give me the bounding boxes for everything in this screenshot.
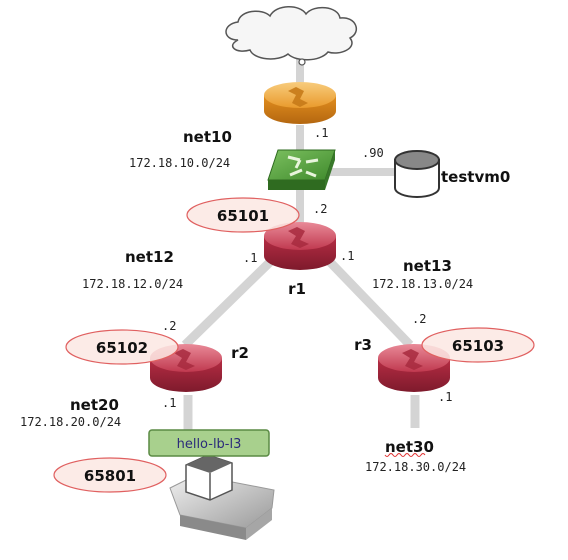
net12-name: net12 <box>125 248 174 266</box>
router-r3-icon <box>378 344 450 392</box>
node-label-r3: r3 <box>354 336 372 354</box>
ip-ext-router: .1 <box>314 126 328 140</box>
node-label-r2: r2 <box>231 344 249 362</box>
ip-r2-net20: .1 <box>162 396 176 410</box>
node-label-r1: r1 <box>288 280 306 298</box>
external-router-icon <box>264 82 336 124</box>
asn-r3: 65103 <box>452 337 504 355</box>
asn-badge-r1: 65101 <box>186 197 300 233</box>
asn-r2: 65102 <box>96 339 148 357</box>
service-label-box: hello-lb-l3 <box>148 429 270 457</box>
net12-cidr: 172.18.12.0/24 <box>82 277 183 291</box>
switch-icon <box>267 149 336 190</box>
links <box>181 55 420 440</box>
net10-cidr: 172.18.10.0/24 <box>129 156 230 170</box>
ip-r1-net13: .1 <box>340 249 354 263</box>
asn-lb: 65801 <box>84 467 136 485</box>
ip-testvm0: .90 <box>362 146 384 160</box>
cloud-icon <box>225 6 358 66</box>
net30-cidr: 172.18.30.0/24 <box>365 460 466 474</box>
asn-badge-r3: 65103 <box>421 327 535 363</box>
testvm0-icon <box>394 150 440 198</box>
ip-r3-net13: .2 <box>412 312 426 326</box>
ip-r3-net30: .1 <box>438 390 452 404</box>
node-label-testvm0: testvm0 <box>441 168 510 186</box>
load-balancer-icon <box>169 454 275 540</box>
net10-name: net10 <box>183 128 232 146</box>
ip-r1-net12: .1 <box>243 251 257 265</box>
net13-name: net13 <box>403 257 452 275</box>
ip-r1-net10: .2 <box>313 202 327 216</box>
ip-r2-net12: .2 <box>162 319 176 333</box>
asn-r1: 65101 <box>217 207 269 225</box>
net13-cidr: 172.18.13.0/24 <box>372 277 473 291</box>
service-label: hello-lb-l3 <box>177 437 242 452</box>
net30-name: net30 <box>385 438 434 456</box>
net20-cidr: 172.18.20.0/24 <box>20 415 121 429</box>
net30-spellcheck-underline <box>384 453 426 457</box>
link-r1-r3 <box>326 258 414 349</box>
asn-badge-r2: 65102 <box>65 329 179 365</box>
net20-name: net20 <box>70 396 119 414</box>
link-r1-r2 <box>181 258 274 349</box>
router-r1-icon <box>264 222 336 270</box>
asn-badge-lb: 65801 <box>53 457 167 493</box>
